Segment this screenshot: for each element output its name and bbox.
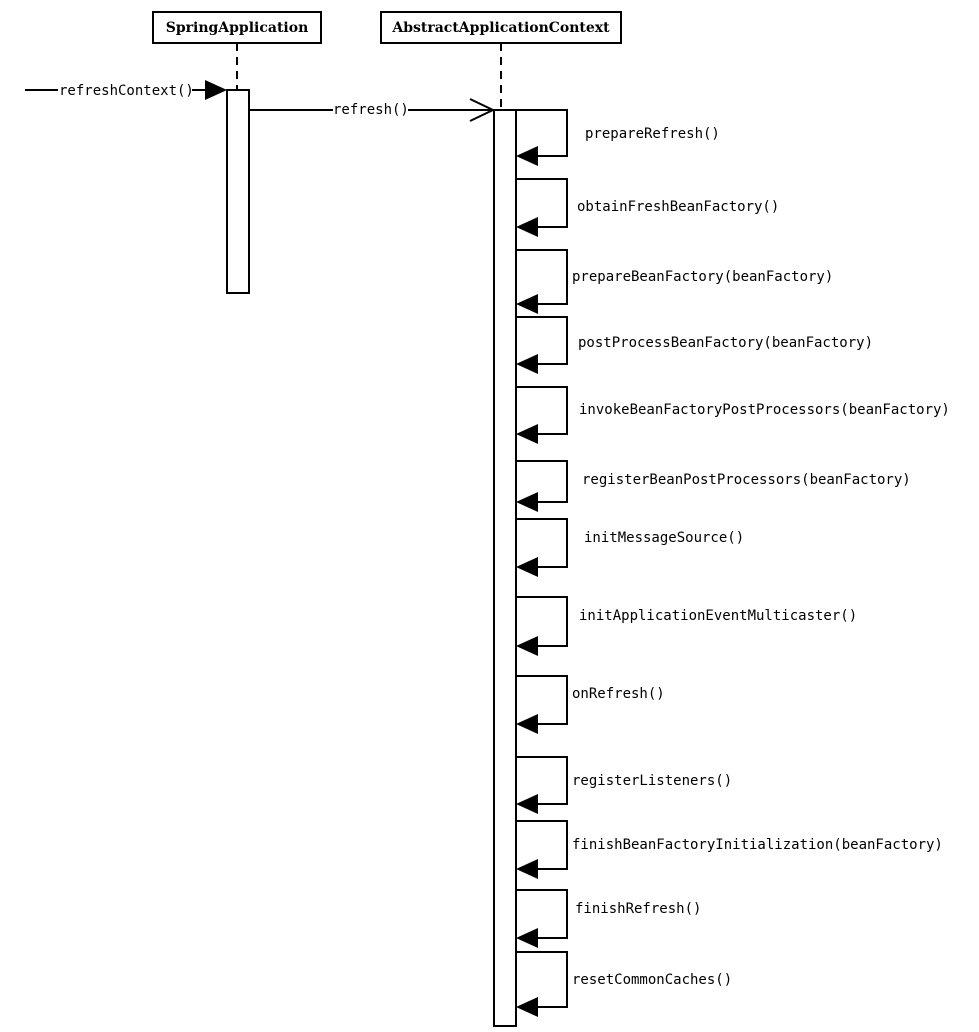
lifeline-label-spring-application: SpringApplication [166, 20, 309, 36]
self-call-label: invokeBeanFactoryPostProcessors(beanFact… [579, 402, 950, 418]
filled-arrowhead [516, 492, 538, 512]
self-call-9: onRefresh() [516, 675, 665, 734]
filled-arrowhead [516, 217, 538, 237]
self-call-messages: prepareRefresh() obtainFreshBeanFactory()… [516, 109, 950, 1017]
incoming-message-label: refreshContext() [59, 83, 194, 99]
lifeline-label-abstract-application-context: AbstractApplicationContext [391, 20, 610, 36]
lifeline-spring-application: SpringApplication [152, 11, 322, 294]
lifeline-abstract-application-context: AbstractApplicationContext [380, 11, 622, 1027]
self-call-line [516, 596, 568, 647]
self-call-line [516, 756, 568, 805]
self-call-8: initApplicationEventMulticaster() [516, 596, 857, 656]
self-call-line [516, 386, 568, 435]
self-call-4: postProcessBeanFactory(beanFactory) [516, 316, 873, 374]
self-call-label: resetCommonCaches() [572, 972, 732, 988]
filled-arrowhead [516, 424, 538, 444]
self-call-10: registerListeners() [516, 756, 732, 814]
filled-arrowhead [516, 557, 538, 577]
self-call-line [516, 518, 568, 568]
self-call-line [516, 889, 568, 939]
filled-arrowhead [516, 714, 538, 734]
self-call-label: registerBeanPostProcessors(beanFactory) [582, 472, 911, 488]
self-call-13: resetCommonCaches() [516, 951, 732, 1017]
self-call-7: initMessageSource() [516, 518, 744, 577]
refresh-message: refresh() [249, 98, 496, 122]
self-call-2: obtainFreshBeanFactory() [516, 178, 779, 237]
activation-bar [226, 89, 250, 294]
self-call-label: postProcessBeanFactory(beanFactory) [578, 335, 873, 351]
activation-bar [493, 109, 517, 1027]
filled-arrowhead [205, 80, 227, 100]
self-call-line [516, 178, 568, 228]
refresh-message-label: refresh() [333, 102, 409, 118]
lifeline-header-box [380, 11, 622, 44]
self-call-label: finishBeanFactoryInitialization(beanFact… [572, 837, 943, 853]
self-call-line [516, 109, 568, 157]
self-call-line [516, 820, 568, 870]
self-call-label: onRefresh() [572, 686, 665, 702]
filled-arrowhead [516, 928, 538, 948]
self-call-3: prepareBeanFactory(beanFactory) [516, 249, 833, 314]
lifeline-header-box [152, 11, 322, 44]
self-call-line [516, 316, 568, 365]
self-call-line [516, 460, 568, 503]
filled-arrowhead [516, 354, 538, 374]
self-call-line [516, 951, 568, 1008]
self-call-1: prepareRefresh() [516, 109, 720, 166]
self-call-11: finishBeanFactoryInitialization(beanFact… [516, 820, 943, 879]
self-call-line [516, 675, 568, 725]
self-call-5: invokeBeanFactoryPostProcessors(beanFact… [516, 386, 950, 444]
self-call-label: initMessageSource() [584, 530, 744, 546]
self-call-line [516, 249, 568, 305]
self-call-label: obtainFreshBeanFactory() [577, 199, 779, 215]
self-call-label: prepareBeanFactory(beanFactory) [572, 269, 833, 285]
self-call-label: initApplicationEventMulticaster() [579, 608, 857, 624]
filled-arrowhead [516, 859, 538, 879]
self-call-label: finishRefresh() [575, 901, 701, 917]
self-call-12: finishRefresh() [516, 889, 701, 948]
filled-arrowhead [516, 997, 538, 1017]
open-arrowhead [469, 98, 496, 122]
self-call-label: registerListeners() [572, 773, 732, 789]
self-call-6: registerBeanPostProcessors(beanFactory) [516, 460, 911, 512]
filled-arrowhead [516, 146, 538, 166]
incoming-message: refreshContext() [25, 80, 227, 100]
filled-arrowhead [516, 794, 538, 814]
filled-arrowhead [516, 636, 538, 656]
self-call-label: prepareRefresh() [585, 126, 720, 142]
filled-arrowhead [516, 294, 538, 314]
